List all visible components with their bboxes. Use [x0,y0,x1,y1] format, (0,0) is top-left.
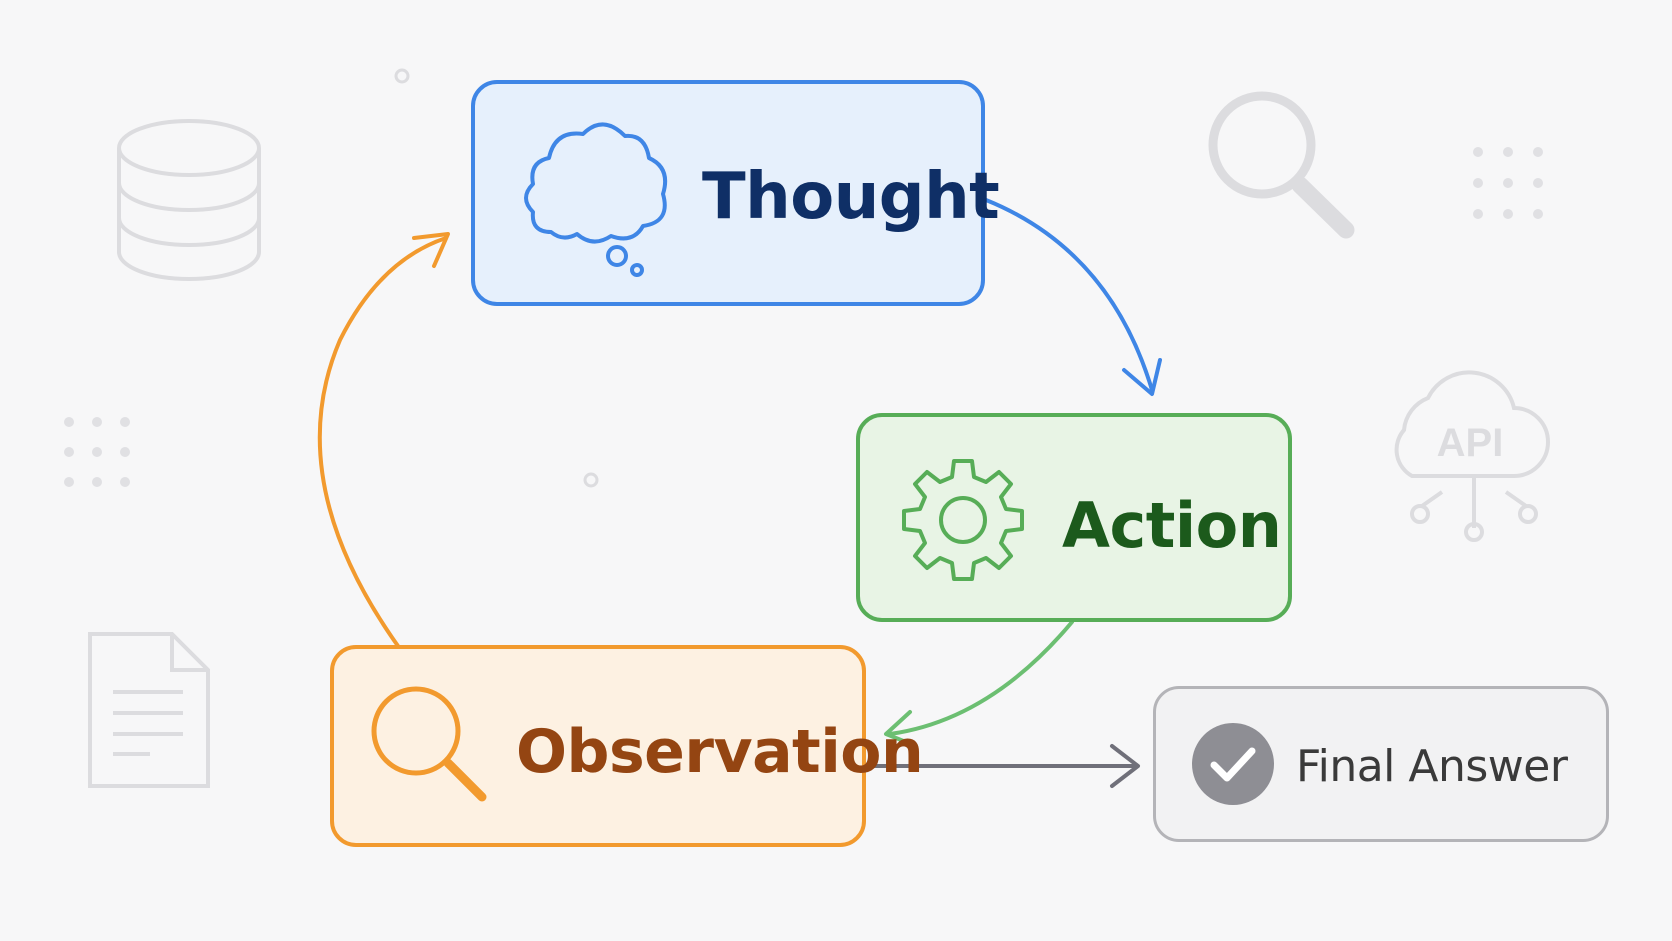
arrow-action-to-observation [884,620,1074,748]
arrow-observation-to-final [866,744,1140,788]
api-cloud-icon [1394,370,1550,542]
search-icon [1208,91,1355,239]
api-badge-text: API [1437,421,1504,465]
magnifier-icon [371,686,487,802]
thought-node: Thought [471,80,1000,306]
gear-icon [902,459,1024,581]
document-icon [88,632,210,788]
arrow-thought-to-action [984,198,1162,396]
observation-label: Observation [516,717,924,787]
final-answer-label: Final Answer [1296,741,1568,792]
arrow-observation-to-thought [317,232,450,648]
final-answer-node: Final Answer [1153,686,1609,842]
observation-node: Observation [330,645,924,847]
thought-label: Thought [702,160,1000,234]
thought-cloud-icon [524,122,668,277]
dot-grid-left [64,417,130,487]
action-node: Action [856,413,1292,622]
check-circle-icon [1192,723,1274,805]
action-label: Action [1062,489,1282,562]
dot-grid-right [1473,147,1543,219]
ring-dot [583,472,599,488]
ring-dot [394,68,410,84]
database-icon [117,119,261,281]
